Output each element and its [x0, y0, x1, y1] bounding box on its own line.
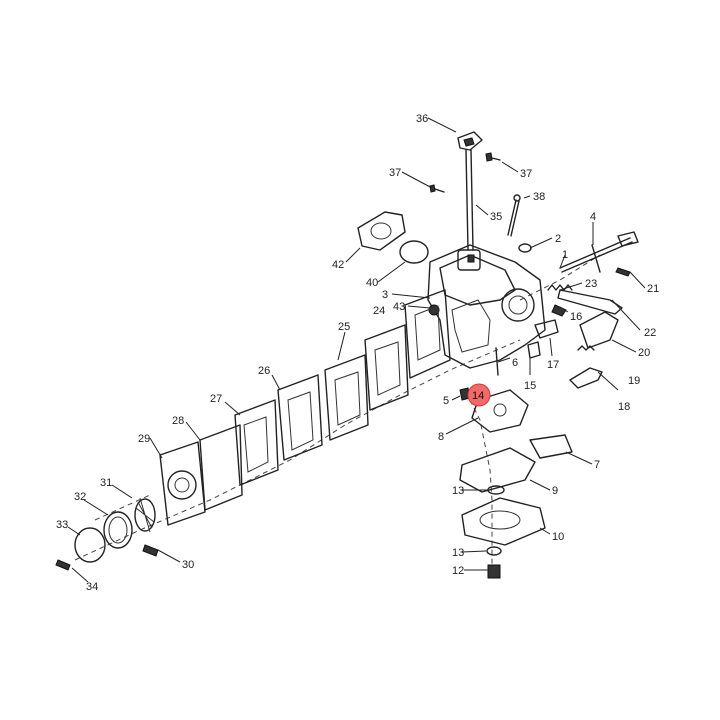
- label-35: 35: [490, 211, 502, 223]
- label-24: 24: [373, 305, 385, 317]
- label-37-left: 37: [389, 167, 401, 179]
- label-15: 15: [524, 380, 536, 392]
- plate-20: [579, 311, 619, 349]
- label-12: 12: [452, 565, 464, 577]
- screw-37-upper: [485, 152, 501, 162]
- label-27: 27: [210, 393, 222, 405]
- label-4: 4: [590, 211, 596, 223]
- label-26: 26: [258, 365, 270, 377]
- label-13-lower: 13: [452, 547, 464, 559]
- label-5: 5: [443, 395, 449, 407]
- label-3: 3: [382, 289, 388, 301]
- part-labels: 36 37 37 38 35 42 40 2 1 4 21 23 3 43 24…: [56, 113, 659, 593]
- gasket-27: [234, 399, 279, 486]
- label-2: 2: [555, 233, 561, 245]
- pump-cover-29: [159, 441, 206, 526]
- screw-21: [615, 267, 631, 277]
- fitting-16: [551, 304, 567, 317]
- label-14: 14: [472, 390, 484, 402]
- label-6: 6: [512, 357, 518, 369]
- needle-6: [495, 347, 499, 376]
- label-18: 18: [618, 401, 630, 413]
- throttle-shaft: [457, 131, 483, 251]
- washer-13-lower: [486, 546, 502, 556]
- label-38: 38: [533, 191, 545, 203]
- label-9: 9: [552, 485, 558, 497]
- screw-30: [142, 544, 159, 557]
- lower-body-8: [471, 389, 529, 433]
- label-21: 21: [647, 283, 659, 295]
- gasket-9: [459, 447, 536, 493]
- label-16: 16: [570, 311, 582, 323]
- gasket-stack-25: [324, 289, 451, 441]
- gasket-42: [357, 211, 406, 251]
- spring-23: [547, 284, 573, 291]
- pin-38: [507, 194, 521, 237]
- label-7: 7: [594, 459, 600, 471]
- label-1: 1: [562, 249, 568, 261]
- label-22: 22: [644, 327, 656, 339]
- label-36: 36: [416, 113, 428, 125]
- diaphragm-26: [277, 374, 323, 461]
- label-25: 25: [338, 321, 350, 333]
- label-33: 33: [56, 519, 68, 531]
- label-23: 23: [585, 278, 597, 290]
- label-40: 40: [366, 277, 378, 289]
- bolt-12: [487, 564, 501, 579]
- label-28: 28: [172, 415, 184, 427]
- label-32: 32: [74, 491, 86, 503]
- label-29: 29: [138, 433, 150, 445]
- label-37-upper: 37: [520, 168, 532, 180]
- screw-34: [55, 559, 71, 571]
- lever-18: [569, 367, 603, 389]
- assembly-axis-lines: [74, 254, 601, 570]
- leader-lines: [67, 117, 646, 583]
- label-31: 31: [100, 477, 112, 489]
- washer-2: [518, 243, 532, 253]
- bracket-17: [534, 319, 559, 339]
- highlight-circle: [467, 383, 491, 407]
- ring-32: [103, 511, 133, 549]
- plate-7: [529, 434, 573, 459]
- label-43: 43: [393, 301, 405, 313]
- ring-32-inner: [108, 516, 128, 544]
- choke-shaft-4: [559, 231, 639, 273]
- bowl-10: [461, 497, 546, 546]
- lever-22: [557, 289, 623, 315]
- label-30: 30: [182, 559, 194, 571]
- label-17: 17: [547, 359, 559, 371]
- disc-40: [399, 240, 429, 264]
- label-10: 10: [552, 531, 564, 543]
- spring-31: [134, 497, 156, 533]
- plate-28: [199, 424, 243, 511]
- cap-33: [74, 527, 106, 563]
- label-34: 34: [86, 581, 98, 593]
- carburetor-body: [427, 244, 546, 369]
- label-8: 8: [438, 431, 444, 443]
- screw-37-left: [429, 184, 445, 193]
- fitting-15: [527, 341, 541, 359]
- label-13-upper: 13: [452, 485, 464, 497]
- label-42: 42: [332, 259, 344, 271]
- label-20: 20: [638, 347, 650, 359]
- spring-19: [577, 345, 595, 351]
- highlight-marker-14[interactable]: 14: [467, 383, 491, 407]
- label-19: 19: [628, 375, 640, 387]
